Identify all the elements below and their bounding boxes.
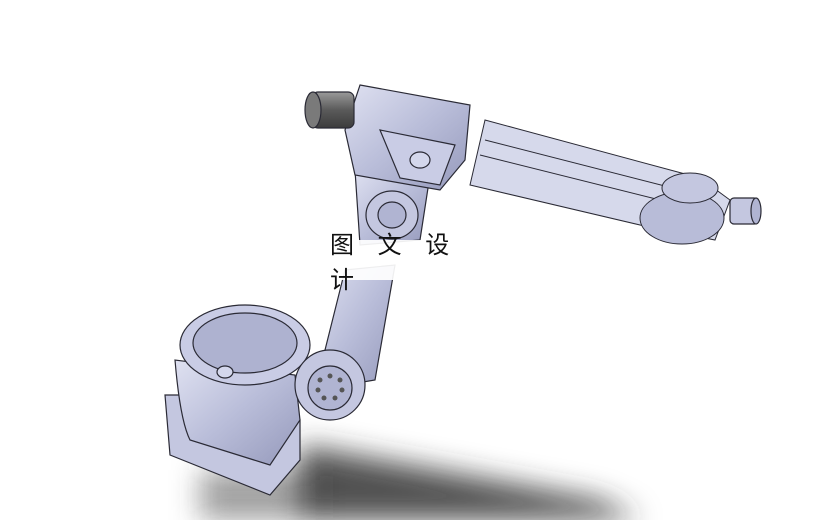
motor-cylinder	[304, 91, 355, 129]
forearm-transparent	[469, 119, 731, 245]
watermark-text: 图 文 设 计	[330, 231, 458, 294]
lower-arm	[294, 264, 396, 421]
robot-base	[164, 304, 311, 496]
wrist-flange	[729, 197, 762, 225]
ground-shadow	[200, 445, 640, 520]
watermark-banner: 图 文 设 计	[330, 231, 490, 294]
shoulder-housing	[344, 84, 471, 191]
